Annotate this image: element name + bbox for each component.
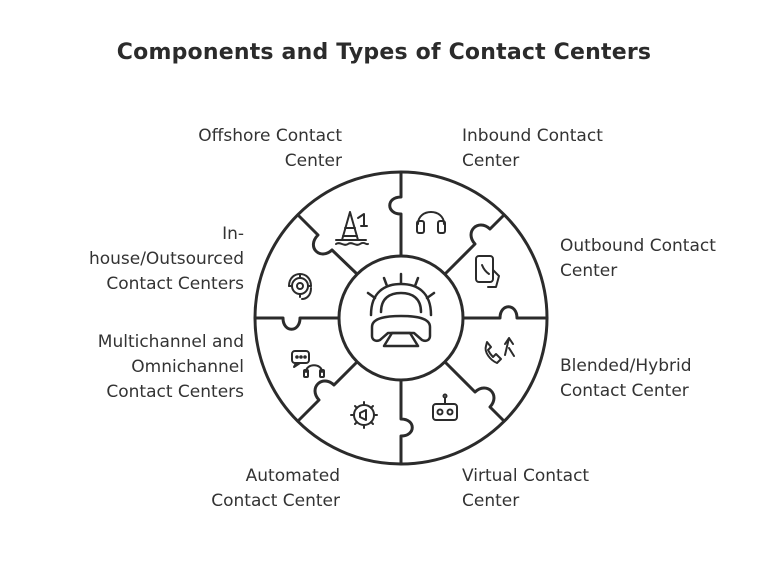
label-automated: Automated Contact Center (211, 466, 340, 511)
gear-megaphone-icon (350, 401, 378, 429)
mobile-call-icon (475, 255, 500, 288)
oil-rig-icon (335, 211, 369, 246)
label-offshore: Offshore Contact Center (198, 126, 342, 171)
segment-dividers (253, 170, 549, 466)
label-blended-hybrid: Blended/Hybrid Contact Center (560, 356, 692, 401)
label-outbound: Outbound Contact Center (560, 236, 716, 281)
label-inbound: Inbound Contact Center (462, 126, 603, 171)
label-multichannel-omnichannel: Multichannel and Omnichannel Contact Cen… (97, 332, 244, 402)
headphones-icon (416, 211, 446, 234)
label-virtual: Virtual Contact Center (462, 466, 590, 511)
diagram-title: Components and Types of Contact Centers (116, 40, 652, 65)
chat-headset-icon (291, 350, 325, 378)
label-inhouse-outsourced: In-house/Outsourced Contact Centers (88, 224, 244, 294)
robot-icon (432, 393, 458, 421)
gear-phone-icon (366, 272, 436, 348)
phone-arrow-icon (484, 337, 515, 364)
gear-headset-icon (288, 273, 312, 300)
